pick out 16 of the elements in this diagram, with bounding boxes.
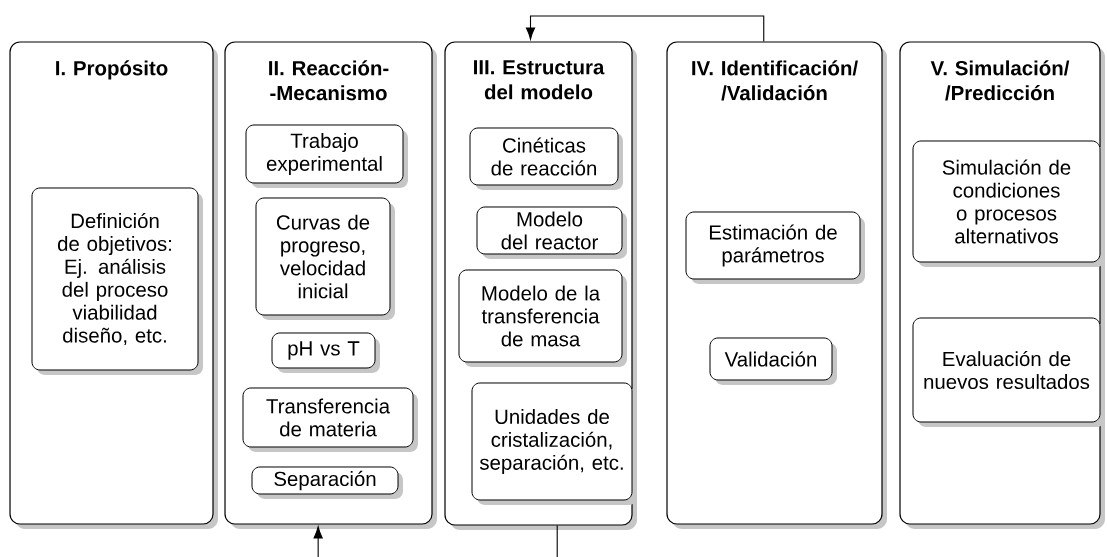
step-box: Validación bbox=[709, 337, 837, 385]
step-box: Modelo de la transferencia de masa bbox=[458, 269, 627, 367]
step-box: Trabajo experimental bbox=[245, 124, 408, 188]
step-box: Transferencia de materia bbox=[242, 387, 418, 452]
step-box: Cinéticas de reacción bbox=[469, 127, 623, 190]
step-box: Separación bbox=[251, 466, 403, 499]
step-box: Estimación de parámetros bbox=[685, 211, 865, 284]
step-box: Evaluación de nuevos resultados bbox=[912, 317, 1105, 427]
step-box: Curvas de progreso, velocidad inicial bbox=[255, 197, 395, 320]
step-box: Simulación de condiciones o procesos alternativos bbox=[912, 140, 1105, 267]
step-box: Definición de objetivos: Ej. análisis del proceso viabilidad diseño, etc. bbox=[31, 187, 203, 375]
step-box: Unidades de cristalización, separación, etc. bbox=[471, 382, 637, 505]
step-box: pH vs T bbox=[271, 332, 380, 373]
arrow bbox=[525, 15, 765, 42]
step-box: Modelo del reactor bbox=[476, 206, 627, 259]
arrow bbox=[313, 526, 323, 557]
